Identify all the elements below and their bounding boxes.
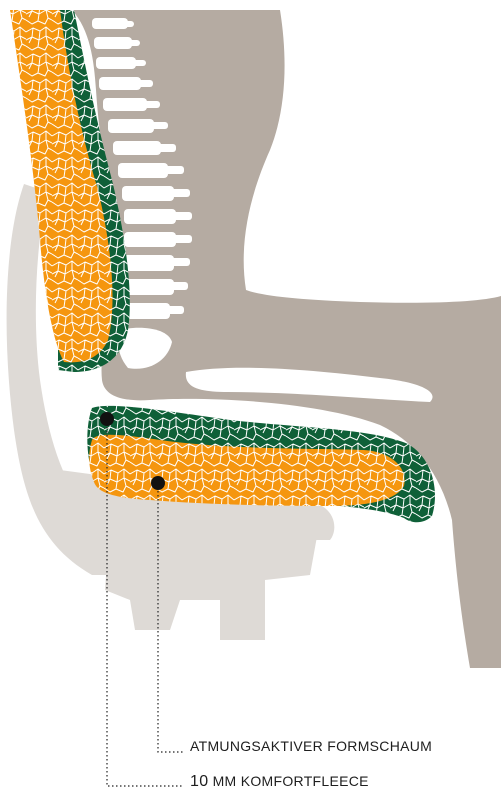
- label-breathable-foam: ATMUNGSAKTIVER FORMSCHAUM: [190, 738, 432, 754]
- label-fleece-number: 10: [190, 773, 208, 790]
- label-comfort-fleece: 10 MM KOMFORTFLEECE: [190, 773, 369, 791]
- marker-dot-foam: [151, 476, 165, 490]
- chair-mechanism: [105, 520, 320, 640]
- marker-dot-fleece: [100, 412, 114, 426]
- label-fleece-text: MM KOMFORTFLEECE: [208, 773, 368, 789]
